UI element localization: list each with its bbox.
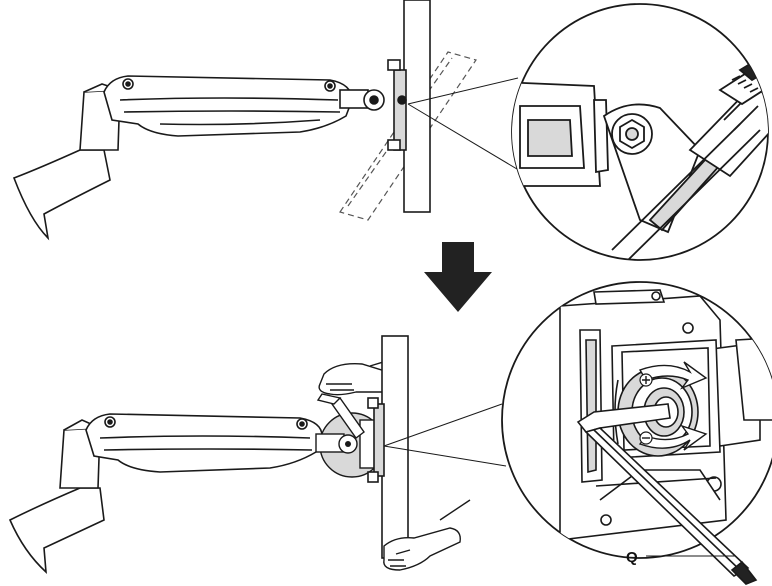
top-monitor — [387, 0, 431, 213]
plus-icon — [639, 373, 653, 387]
bottom-monitor — [367, 335, 409, 559]
top-callout-lines — [407, 77, 523, 173]
bottom-arm — [85, 413, 323, 473]
tool-label-q-text: Q — [626, 549, 638, 566]
top-step-panel — [12, 0, 769, 261]
arrow-down-icon — [424, 242, 492, 312]
bottom-hand — [383, 499, 471, 571]
allen-key — [576, 403, 758, 585]
bottom-callout-lines — [383, 403, 507, 467]
bottom-step-panel: Q — [8, 281, 772, 585]
top-pole — [12, 83, 121, 241]
top-detail-circle — [511, 3, 769, 261]
top-hand — [318, 359, 391, 396]
top-arm — [103, 75, 385, 137]
tool-label-q: Q — [626, 549, 736, 566]
bottom-allen-key-small — [316, 393, 365, 439]
minus-icon — [639, 431, 653, 445]
rotate-arrows — [638, 361, 708, 451]
